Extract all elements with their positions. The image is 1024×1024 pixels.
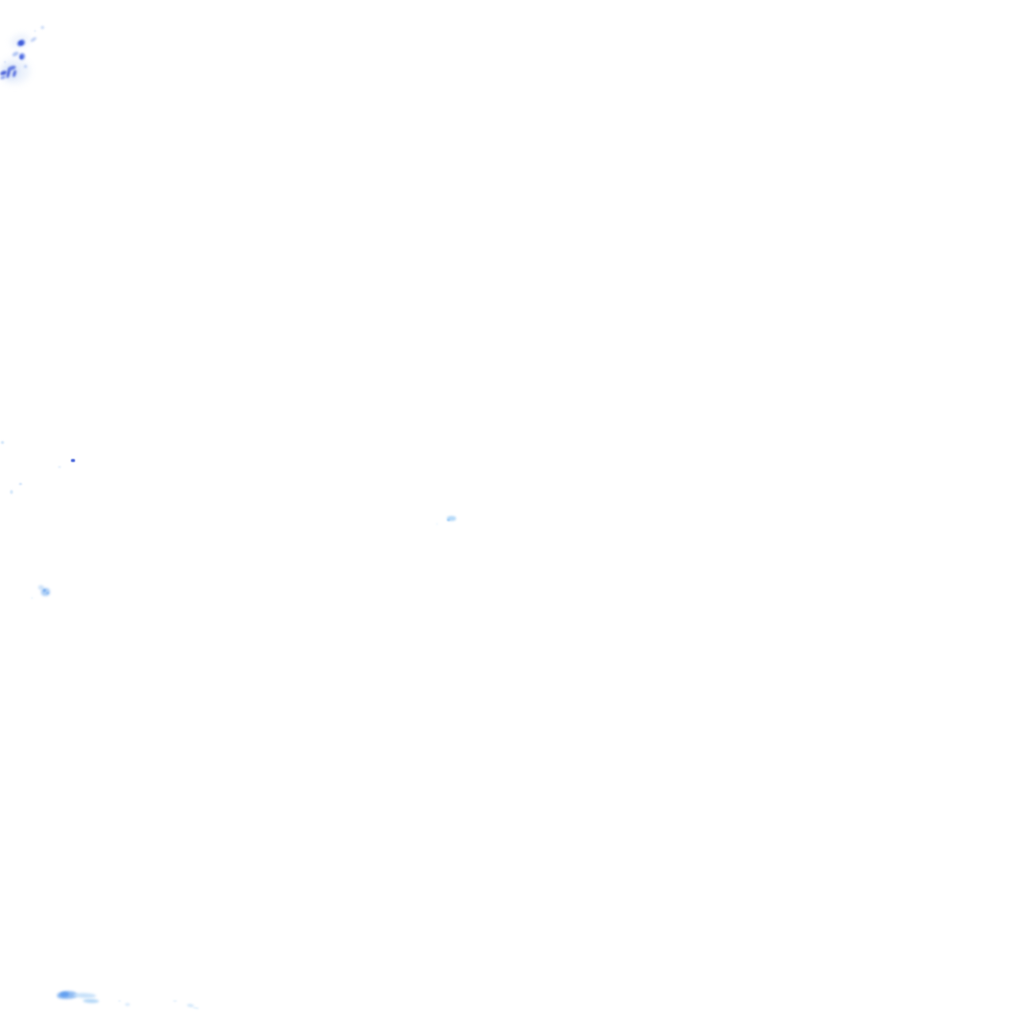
scribble-blob [18,52,26,61]
left-mid-smudge [41,588,50,596]
bottom-trail-tail [72,992,97,999]
ink-speck [31,597,33,599]
ink-speck [24,65,27,68]
bottom-trail-second-smudge [82,998,100,1004]
center-smudge [447,516,456,521]
scribble-haze-under [0,62,22,82]
ink-speck [19,483,22,485]
ink-speck [41,26,44,29]
left-mid-smudge-upper [38,585,44,590]
ink-speck [34,30,36,32]
scribble-letter-top-arc [7,64,17,72]
ink-dot-dark [71,459,75,462]
bottom-trail-end-smudge [192,1006,200,1010]
ink-speck [118,1000,121,1002]
scribble-wedge-stroke [16,38,26,48]
ink-speck [1,441,4,444]
ink-speck [173,1000,177,1002]
scribble-letter-left-leg [5,67,12,79]
scribble-tail-dash [0,74,7,81]
left-mid-smudge-core [43,589,46,592]
ink-speck [125,1003,130,1006]
scribble-halo-upper [8,31,32,51]
ink-speck [436,523,438,525]
scribble-dash [11,50,20,58]
scribble-dash [29,36,38,43]
scribble-halo-lower [0,58,30,84]
left-mid-smudge-core [46,592,49,594]
bottom-trail-end-smudge [186,1003,195,1008]
ink-speck [58,466,61,468]
scribble-tail-dash [0,69,8,77]
center-smudge-core [447,519,450,521]
bottom-trail-main-core [59,991,70,998]
ink-speck [4,61,6,63]
ink-speck [10,490,13,494]
bottom-trail-main-blob [56,990,78,1000]
scribble-letter-right-leg [12,69,17,78]
scribble-blob-core [19,54,24,60]
scribble-wedge-core [18,40,24,46]
